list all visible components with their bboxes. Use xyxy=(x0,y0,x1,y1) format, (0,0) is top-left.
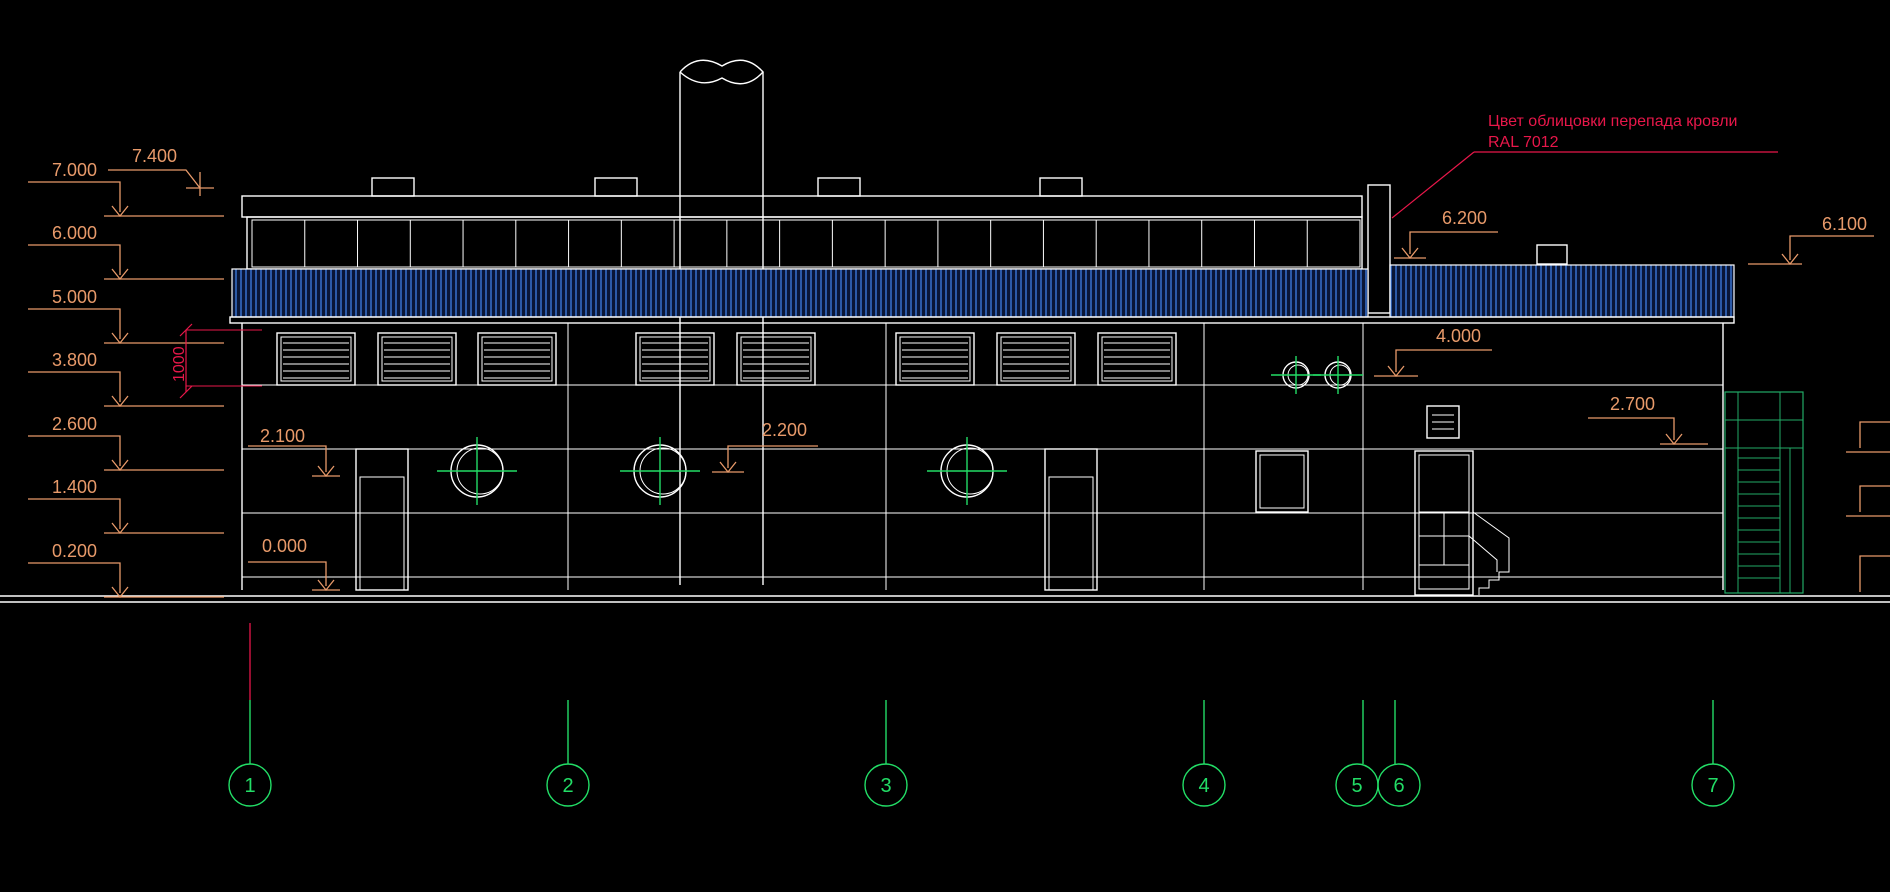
level-label-left: 6.000 xyxy=(52,223,97,243)
axis-label: 5 xyxy=(1351,775,1362,797)
level-label-4000: 4.000 xyxy=(1436,326,1481,346)
louver xyxy=(635,332,715,386)
level-marker-2200: 2.200 xyxy=(712,420,818,474)
level-markers-left: 7.000 6.000 5.000 3.800 2.600 1.400 0.200 xyxy=(28,160,224,599)
porthole xyxy=(620,437,700,505)
level-marker-6100: 6.100 xyxy=(1748,214,1874,266)
axis-bubble: 1 xyxy=(228,700,272,807)
parapet-tower xyxy=(1367,184,1391,314)
ground-line xyxy=(0,595,1890,603)
entrance-stair xyxy=(1468,511,1510,595)
axis-label: 7 xyxy=(1707,775,1718,797)
dimension-label-1000: 1000 xyxy=(171,346,188,382)
dimension-1000: 1000 xyxy=(171,323,262,399)
louver xyxy=(477,332,557,386)
cladding-band-right xyxy=(1389,264,1735,318)
level-marker-6200: 6.200 xyxy=(1394,208,1498,260)
level-label-left: 1.400 xyxy=(52,477,97,497)
level-marker-2100: 2.100 xyxy=(248,426,340,478)
clerestory-mullions xyxy=(304,220,1308,267)
level-marker-4000: 4.000 xyxy=(1374,326,1492,378)
axis-bubble: 2 xyxy=(546,700,590,807)
roof-cladding-note: Цвет облицовки перепада кровли RAL 7012 xyxy=(1391,113,1778,219)
louver xyxy=(276,332,356,386)
level-marker-left: 0.200 xyxy=(28,541,224,599)
facade xyxy=(241,323,1724,590)
chimney xyxy=(679,59,764,585)
roof-slab xyxy=(229,316,1735,324)
level-marker-left: 5.000 xyxy=(28,287,224,345)
louver-grilles xyxy=(276,332,1177,386)
level-label-left: 3.800 xyxy=(52,350,97,370)
level-marker-2700: 2.700 xyxy=(1588,394,1708,446)
louver xyxy=(1097,332,1177,386)
level-marker-left: 3.800 xyxy=(28,350,224,408)
porthole-small xyxy=(1313,356,1363,394)
louver xyxy=(895,332,975,386)
axis-bubble: 7 xyxy=(1691,700,1735,807)
clerestory-windows xyxy=(241,195,1363,270)
roof-vents xyxy=(371,177,1568,265)
note-text-line1: Цвет облицовки перепада кровли xyxy=(1488,113,1737,130)
porthole-windows xyxy=(437,356,1363,505)
level-label-0000: 0.000 xyxy=(262,536,307,556)
louver xyxy=(996,332,1076,386)
level-label-7400: 7.400 xyxy=(132,146,177,166)
axis-label: 4 xyxy=(1198,775,1209,797)
axis-label: 6 xyxy=(1393,775,1404,797)
porthole-small xyxy=(1271,356,1321,394)
level-label-2700: 2.700 xyxy=(1610,394,1655,414)
axis-label: 3 xyxy=(880,775,891,797)
axis-bubble: 3 xyxy=(864,700,908,807)
level-label-left: 2.600 xyxy=(52,414,97,434)
level-marker-right-partial xyxy=(1846,421,1890,592)
level-label-2100: 2.100 xyxy=(260,426,305,446)
porthole xyxy=(437,437,517,505)
axis-label: 2 xyxy=(562,775,573,797)
level-label-left: 7.000 xyxy=(52,160,97,180)
louver xyxy=(377,332,457,386)
level-marker-7400: 7.400 xyxy=(108,146,214,196)
level-marker-left: 7.000 xyxy=(28,160,224,218)
louver xyxy=(736,332,816,386)
note-text-line2: RAL 7012 xyxy=(1488,134,1559,151)
porthole xyxy=(927,437,1007,505)
level-label-left: 0.200 xyxy=(52,541,97,561)
ladder-rungs xyxy=(1738,457,1780,579)
axis-bubble: 6 xyxy=(1377,700,1421,807)
grid-axes: 1 2 3 4 5 6 7 xyxy=(228,700,1735,807)
level-label-left: 5.000 xyxy=(52,287,97,307)
level-label-2200: 2.200 xyxy=(762,420,807,440)
axis-bubble: 4 xyxy=(1182,700,1226,807)
level-marker-left: 1.400 xyxy=(28,477,224,535)
level-marker-0000: 0.000 xyxy=(248,536,340,592)
level-marker-left: 2.600 xyxy=(28,414,224,472)
doors xyxy=(355,405,1474,596)
external-ladder xyxy=(1724,391,1804,594)
level-label-6200: 6.200 xyxy=(1442,208,1487,228)
axis-label: 1 xyxy=(244,775,255,797)
level-label-6100: 6.100 xyxy=(1822,214,1867,234)
axis-bubble: 5 xyxy=(1335,700,1379,807)
cladding-band-main xyxy=(231,268,1369,318)
level-marker-left: 6.000 xyxy=(28,223,224,281)
